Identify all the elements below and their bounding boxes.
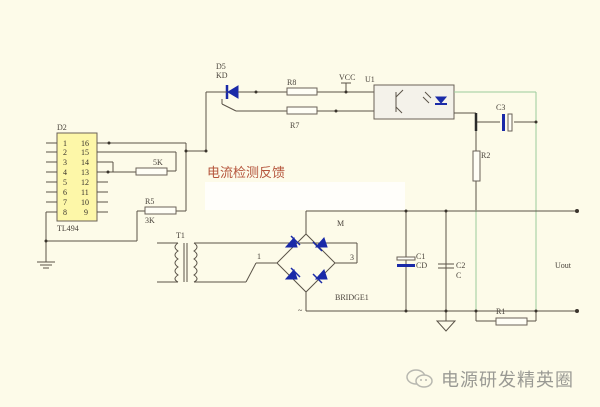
pin-8: 8 [63, 208, 67, 217]
output-feedback-wiring [454, 91, 537, 320]
pin-3: 3 [63, 158, 67, 167]
t1-ref-label: T1 [176, 231, 185, 240]
resistor-r1 [495, 317, 528, 326]
output-rails [305, 210, 577, 322]
r5-value-label: 3K [145, 216, 155, 225]
c1-ref-label: C1 [416, 252, 425, 261]
diode-d5 [225, 85, 239, 99]
r2-ref-label: R2 [481, 151, 490, 160]
watermark-text: 电源研发精英圈 [441, 370, 574, 391]
watermark: 电源研发精英圈 [405, 366, 574, 392]
junction [254, 90, 258, 94]
junction [184, 149, 188, 153]
junction [534, 309, 538, 313]
wechat-icon [406, 369, 433, 388]
pin-9: 9 [84, 208, 88, 217]
d5-wiring [220, 82, 374, 112]
capacitor-c3 [502, 113, 513, 132]
u1-ref-label: U1 [365, 75, 375, 84]
resistor-5k [135, 167, 168, 176]
capacitor-c2 [438, 263, 454, 269]
pin-13: 13 [81, 168, 89, 177]
junction [204, 149, 208, 153]
junction [344, 90, 348, 94]
junction [106, 170, 110, 174]
pin-10: 10 [81, 198, 89, 207]
bridge-ref-label: BRIDGE1 [335, 293, 369, 302]
r5-ref-label: R5 [145, 197, 154, 206]
pin-1: 1 [63, 139, 67, 148]
bridge-pos-label: M [337, 219, 344, 228]
ic-tl494: 1 2 3 4 5 6 7 8 16 15 14 13 12 11 10 9 D… [46, 123, 108, 233]
junction [404, 309, 408, 313]
transformer-t1 [157, 242, 198, 283]
junction [107, 141, 111, 145]
vcc-label: VCC [339, 73, 355, 82]
pin-15: 15 [81, 148, 89, 157]
junction [474, 309, 478, 313]
pin-14: 14 [81, 158, 89, 167]
junction [444, 309, 448, 313]
junction [334, 109, 338, 113]
resistor-5k-label: 5K [153, 158, 163, 167]
ic-left-pins [46, 142, 57, 213]
r1-ref-label: R1 [496, 307, 505, 316]
r8-ref-label: R8 [287, 78, 296, 87]
c3-ref-label: C3 [496, 103, 505, 112]
uout-label: Uout [555, 261, 572, 270]
pin-2: 2 [63, 148, 67, 157]
pin-5: 5 [63, 178, 67, 187]
bridge-input-wiring [194, 242, 358, 283]
ground-icon [37, 261, 55, 269]
pin-12: 12 [81, 178, 89, 187]
d5-ref-label: D5 [216, 62, 226, 71]
ic-ref-label: D2 [57, 123, 67, 132]
resistor-r2 [472, 150, 481, 182]
annotation-background [205, 182, 405, 210]
d5-value-label: KD [216, 71, 228, 80]
r7-ref-label: R7 [290, 121, 299, 130]
bridge-pin3-label: 3 [350, 253, 354, 262]
pin-11: 11 [81, 188, 89, 197]
ic-right-pins [97, 142, 108, 213]
u1-led-wiring [454, 112, 536, 210]
c2-value-label: C [456, 271, 461, 280]
junction [444, 209, 448, 213]
resistor-r7 [286, 106, 318, 115]
c1-value-label: CD [416, 261, 427, 270]
pin-16: 16 [81, 139, 89, 148]
resistor-r8 [286, 87, 318, 96]
optocoupler-u1 [373, 84, 455, 120]
bridge-pin1-label: 1 [257, 252, 261, 261]
ic-body [56, 132, 98, 222]
bridge-neg-label: ~ [298, 306, 303, 315]
pin-6: 6 [63, 188, 67, 197]
capacitor-c1 [396, 256, 416, 267]
junction [44, 239, 48, 243]
pin-7: 7 [63, 198, 67, 207]
junction [404, 209, 408, 213]
ic-part-label: TL494 [57, 224, 79, 233]
c2-ref-label: C2 [456, 261, 465, 270]
resistor-r5 [144, 206, 177, 215]
junction [534, 120, 538, 124]
ic-wiring [45, 91, 220, 262]
diode-d5-symbol [227, 85, 239, 99]
diagram-title: 电流检测反馈 [207, 166, 286, 181]
pin-4: 4 [63, 168, 67, 177]
output-terminal-neg [575, 309, 579, 313]
output-terminal-pos [575, 209, 579, 213]
ground-icon [435, 320, 457, 332]
